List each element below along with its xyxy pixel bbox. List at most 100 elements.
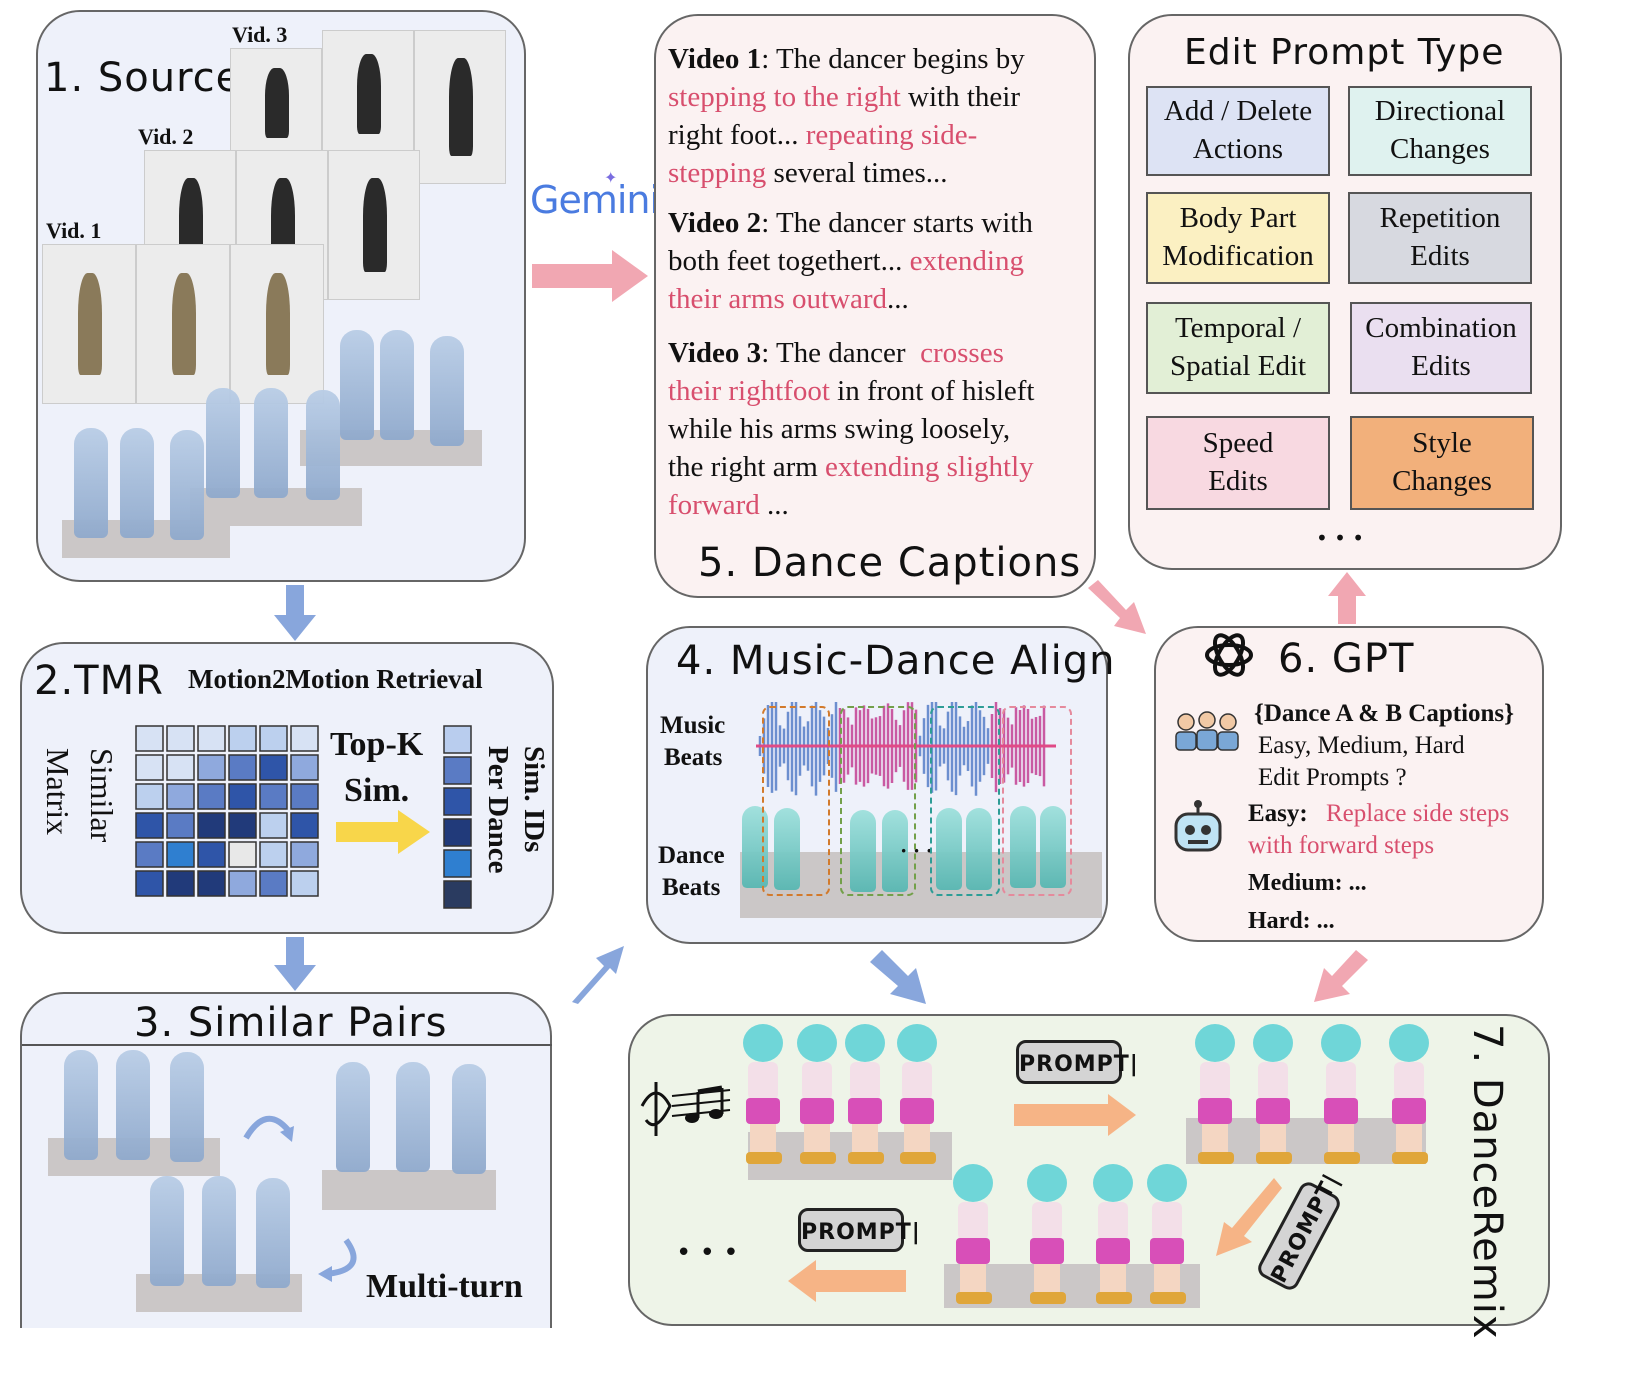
gpt-captions-text: {Dance A & B Captions} [1254, 700, 1515, 727]
mesh-figure [1040, 806, 1066, 888]
video1-label: Video 1 [668, 43, 762, 75]
edit-type-label: Repetition [1379, 202, 1501, 235]
music-dance-align-title: 4. Music-Dance Align [676, 638, 1116, 684]
dance-beats-label-1: Dance [658, 842, 725, 869]
character-figure [842, 1024, 888, 1164]
vid3-label: Vid. 3 [232, 22, 288, 47]
caption-line: right foot... repeating side- [668, 116, 977, 154]
caption-text: : The dancer starts with [761, 207, 1033, 239]
video2-label: Video 2 [668, 207, 762, 239]
caption-line: Video 1: The dancer begins by [668, 40, 1025, 78]
mesh-figure [882, 810, 908, 892]
character-figure [950, 1164, 996, 1304]
matrix-cell [166, 783, 195, 810]
gemini-logo: Gemini [530, 178, 660, 222]
matrix-cell [228, 754, 257, 781]
openai-logo-icon [1205, 633, 1253, 677]
prompt-tag: PROMPT| [1016, 1040, 1138, 1084]
matrix-cell [197, 754, 226, 781]
mesh-figure [340, 330, 374, 440]
similar-pairs-divider [22, 1044, 552, 1046]
edit-type-label: Edits [1410, 240, 1470, 272]
similarity-matrix [134, 724, 324, 904]
matrix-cell [197, 870, 226, 897]
matrix-cell [290, 812, 319, 839]
caption-text: both feet togethert... [668, 245, 910, 277]
people-group-icon [1175, 711, 1239, 751]
caption-text: : The dancer begins by [761, 43, 1025, 75]
matrix-cell [166, 812, 195, 839]
edit-type-label: Changes [1392, 465, 1492, 497]
arrow-diagonal-remix [1216, 1178, 1282, 1256]
gpt-edit-prompts-text: Edit Prompts ? [1258, 764, 1407, 791]
matrix-cell [228, 841, 257, 868]
music-waveform [756, 702, 1056, 796]
medium-label: Medium: ... [1248, 870, 1367, 896]
easy-text-2: with forward steps [1248, 832, 1435, 859]
arrow-down-1-2 [274, 585, 316, 641]
sim-id-cell [443, 787, 472, 816]
arrow-right-remix [1014, 1094, 1136, 1136]
gpt-title: 6. GPT [1278, 636, 1415, 682]
caption-highlight: stepping to the right [668, 81, 901, 113]
mesh-figure [1010, 806, 1036, 888]
caption-text: in front of hisleft [829, 375, 1035, 407]
mesh-figure [150, 1176, 184, 1286]
prompt-tag: PROMPT| [798, 1208, 920, 1252]
beat-window-pink [1002, 706, 1072, 896]
arrow-left-remix [788, 1260, 906, 1302]
caption-highlight: extending [909, 245, 1024, 277]
caption-line: forward ... [668, 486, 789, 524]
sim-id-cell [443, 756, 472, 785]
matrix-cell [166, 841, 195, 868]
align-dots: · · · [900, 838, 934, 863]
character-figure [1090, 1164, 1136, 1304]
sim-id-cell [443, 849, 472, 878]
caption-line: their rightfoot in front of hisleft [668, 372, 1034, 410]
vid3-frame-1 [230, 48, 322, 158]
character-figure [1250, 1024, 1296, 1164]
arrow-diagonal-3-4 [572, 946, 624, 1004]
character-figure [1144, 1164, 1190, 1304]
caption-text: with their [900, 81, 1020, 113]
mesh-figure [452, 1064, 486, 1174]
caption-highlight: their rightfoot [668, 375, 830, 407]
caption-highlight: stepping [668, 157, 767, 189]
caption-highlight: repeating side- [805, 119, 978, 151]
mesh-figure [120, 428, 154, 538]
beat-window-teal [930, 706, 1000, 896]
mesh-figure [774, 808, 800, 890]
matrix-cell [135, 870, 164, 897]
matrix-cell [259, 870, 288, 897]
matrix-cell [228, 812, 257, 839]
matrix-cell [135, 783, 164, 810]
caption-text: ... [759, 489, 789, 521]
mesh-figure [966, 808, 992, 890]
arrow-right-1-5 [532, 250, 648, 302]
danceremix-title: 7. DanceRemix [1464, 1024, 1510, 1340]
mesh-figure [170, 430, 204, 540]
matrix-cell [259, 841, 288, 868]
vid1-frame-2 [136, 244, 230, 404]
pair-floor [322, 1170, 496, 1210]
matrix-cell [290, 725, 319, 752]
vid2-frame-3 [328, 150, 420, 300]
mesh-figure [936, 808, 962, 890]
matrix-cell [259, 725, 288, 752]
matrix-cell [166, 754, 195, 781]
edit-type-label: Edits [1208, 465, 1268, 497]
caption-highlight: forward [668, 489, 760, 521]
matrix-cell [197, 812, 226, 839]
beat-window-orange [762, 706, 830, 896]
caption-highlight: crosses [920, 337, 1004, 369]
character-figure [1192, 1024, 1238, 1164]
caption-line: stepping to the right with their [668, 78, 1020, 116]
multi-turn-label: Multi-turn [366, 1268, 523, 1305]
gpt-levels-text: Easy, Medium, Hard [1258, 732, 1465, 759]
caption-line: Video 2: The dancer starts with [668, 204, 1033, 242]
mesh-figure [64, 1050, 98, 1160]
